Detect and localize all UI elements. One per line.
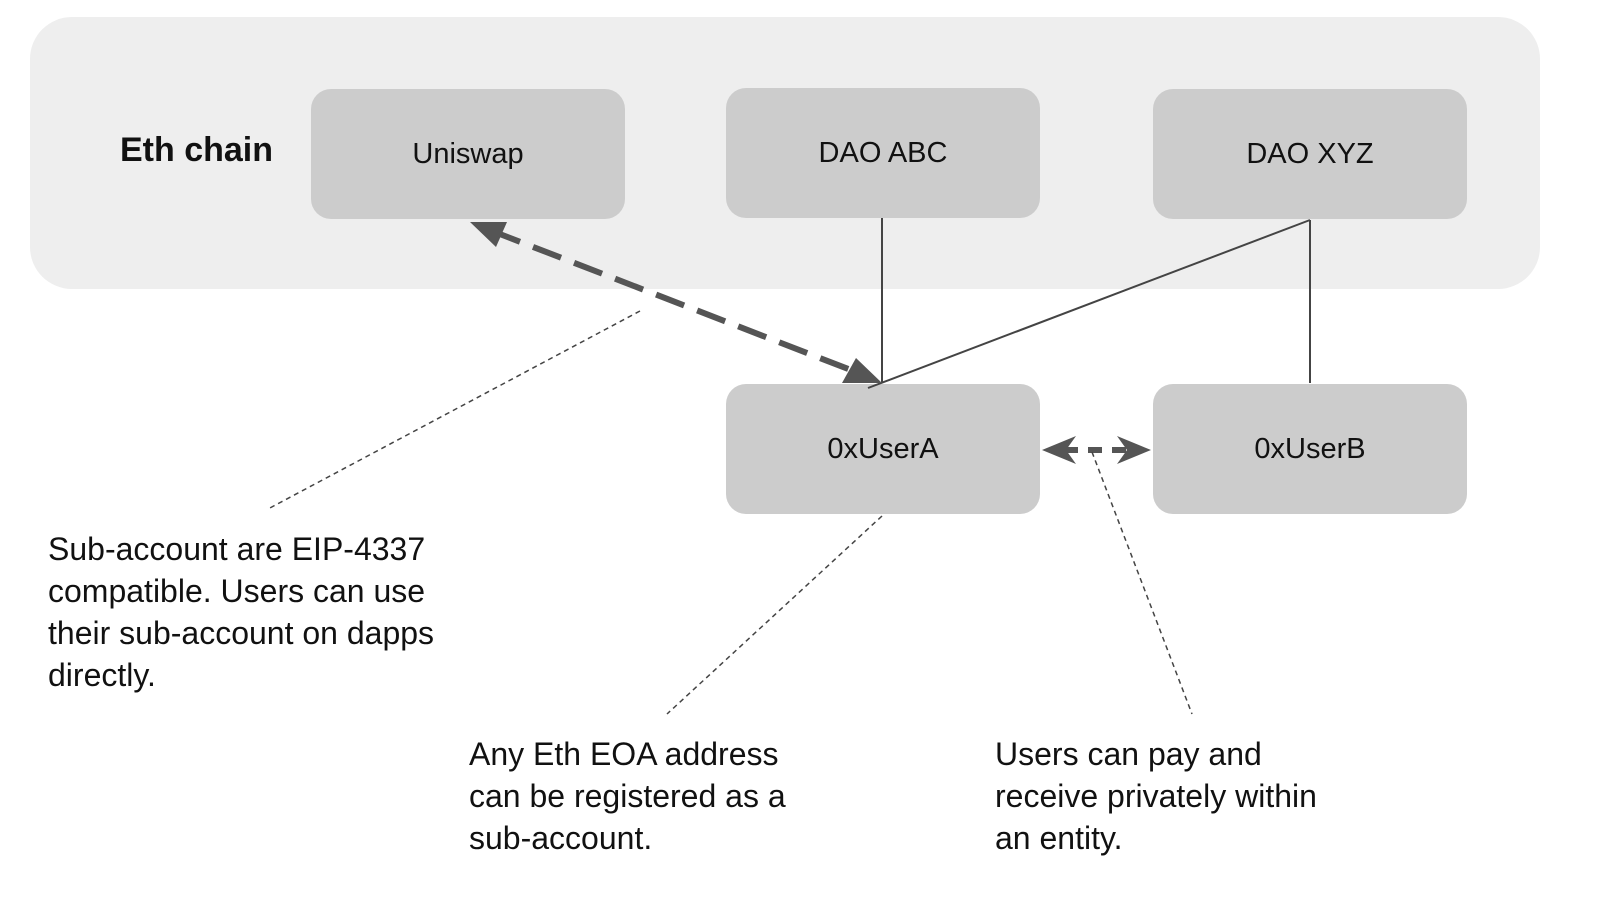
uniswap-node[interactable]: Uniswap [311, 89, 625, 219]
dao-abc-node[interactable]: DAO ABC [726, 88, 1040, 218]
user-a-node[interactable]: 0xUserA [726, 384, 1040, 514]
dao-xyz-to-user-a-line [867, 219, 1311, 389]
dao-xyz-label: DAO XYZ [1246, 137, 1374, 170]
private-pay-note: Users can pay and receive privately with… [995, 736, 1317, 856]
user-b-node[interactable]: 0xUserB [1153, 384, 1467, 514]
user-b-label: 0xUserB [1254, 432, 1366, 465]
sub-account-note: Sub-account are EIP-4337 compatible. Use… [48, 531, 435, 693]
arrowhead-uniswap [470, 222, 507, 247]
eoa-note: Any Eth EOA address can be registered as… [469, 736, 786, 856]
uniswap-label: Uniswap [412, 137, 524, 170]
eth-chain-label: Eth chain [120, 131, 274, 169]
eoa-note-leader [666, 515, 883, 715]
arrowhead-user-a [842, 358, 882, 383]
dao-abc-label: DAO ABC [818, 136, 948, 169]
dao-xyz-node[interactable]: DAO XYZ [1153, 89, 1467, 219]
arrowhead-to-user-a [1042, 436, 1076, 464]
user-a-label: 0xUserA [827, 432, 939, 465]
arrowhead-to-user-b [1117, 436, 1151, 464]
uniswap-user-a-dashed-arrow [490, 228, 858, 375]
sub-account-note-leader [267, 310, 641, 510]
private-pay-note-leader [1091, 451, 1193, 715]
